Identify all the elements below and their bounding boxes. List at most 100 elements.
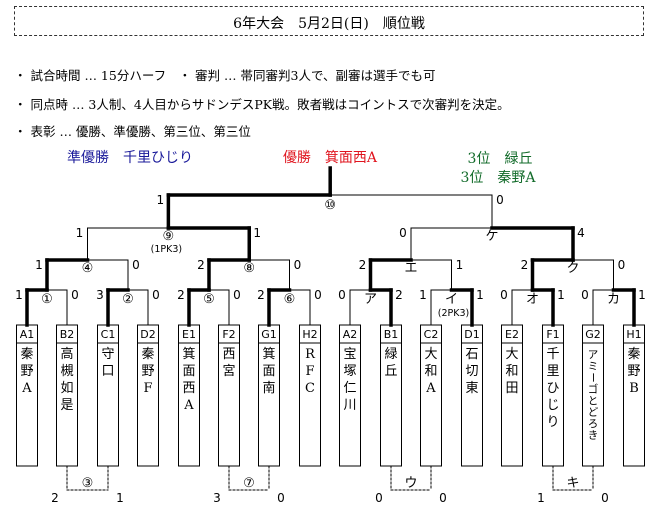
team-name-char: 仁 bbox=[343, 381, 356, 396]
team-code: B1 bbox=[384, 328, 399, 341]
r1-match-score-left: 1 bbox=[419, 288, 427, 302]
r1-match-label: ア bbox=[364, 292, 377, 307]
r1-match-score-left: 0 bbox=[338, 288, 346, 302]
team-name-char: 秦 bbox=[627, 347, 640, 362]
team-name-char: B bbox=[629, 381, 639, 396]
team-name-char: 和 bbox=[505, 364, 518, 379]
r3-match-note: (1PK3) bbox=[151, 244, 182, 255]
team-code: A1 bbox=[20, 328, 35, 341]
team-name-char: 里 bbox=[546, 364, 559, 379]
team-name-char: ひ bbox=[546, 381, 559, 396]
team-name-char: C bbox=[305, 381, 315, 396]
team-name-char: 秦 bbox=[141, 347, 154, 362]
r2-match-score-left: 1 bbox=[35, 258, 43, 272]
team-name-char: 田 bbox=[505, 381, 518, 396]
r1-match-score-right: 0 bbox=[314, 288, 322, 302]
r1-match-score-left: 1 bbox=[15, 288, 23, 302]
team-name-char: 箕 bbox=[262, 346, 275, 362]
r2-match-score-right: 0 bbox=[132, 258, 140, 272]
placement-label: ウ bbox=[404, 476, 417, 491]
team-name-char: 野 bbox=[20, 364, 33, 379]
r1-match-label: ① bbox=[41, 292, 53, 307]
page-title: 6年大会 5月2日(日) 順位戦 bbox=[233, 16, 425, 32]
team-name-char: 和 bbox=[424, 364, 437, 379]
third-place-label-1: 3位 緑丘 bbox=[468, 151, 533, 167]
r1-match-score-right: 2 bbox=[395, 288, 403, 302]
title-box: 6年大会 5月2日(日) 順位戦 bbox=[14, 6, 644, 36]
rule-tiebreak: ・ 同点時 … 3人制、4人目からサドンデスPK戦。敗者戦はコイントスで次審判を… bbox=[14, 97, 510, 112]
r2-match-label: ④ bbox=[82, 261, 94, 276]
team-name-char: 箕 bbox=[182, 346, 195, 362]
r1-match-score-right: 1 bbox=[557, 288, 565, 302]
team-name-char: F bbox=[305, 364, 314, 379]
placement-label: キ bbox=[566, 476, 579, 491]
team-name-char: A bbox=[183, 398, 194, 413]
team-name-char: 千 bbox=[546, 347, 559, 362]
team-name-char: 面 bbox=[262, 364, 275, 379]
r1-match-score-left: 2 bbox=[257, 288, 265, 302]
r2-match-label: エ bbox=[404, 261, 417, 276]
r3-match-score-left: 0 bbox=[399, 226, 407, 240]
team-name-char: 西 bbox=[182, 381, 195, 396]
team-name-char: 是 bbox=[60, 398, 73, 413]
placement-score-left: 2 bbox=[51, 491, 59, 505]
team-name-char: ア bbox=[588, 349, 599, 361]
team-name-char: ろ bbox=[588, 418, 599, 430]
team-name-char: 守 bbox=[101, 347, 114, 362]
team-code: E1 bbox=[182, 328, 196, 341]
r2-match-label: ク bbox=[566, 261, 579, 276]
r3-match-label: ケ bbox=[485, 229, 498, 244]
r1-match-label: ⑥ bbox=[284, 292, 296, 307]
runner-up-label: 準優勝 千里ひじり bbox=[67, 150, 193, 166]
team-name-char: 川 bbox=[343, 398, 356, 413]
team-name-char: 緑 bbox=[384, 347, 397, 362]
r1-match-score-left: 2 bbox=[177, 288, 185, 302]
placement-score-left: 0 bbox=[375, 491, 383, 505]
r2-match-score-right: 0 bbox=[618, 258, 626, 272]
team-name-char: F bbox=[143, 381, 152, 396]
team-name-char: き bbox=[588, 430, 599, 442]
team-name-char: 槻 bbox=[60, 363, 73, 379]
r1-match-label: カ bbox=[607, 292, 620, 307]
team-code: B2 bbox=[60, 328, 75, 341]
team-code: C2 bbox=[424, 328, 439, 341]
team-name-char: じ bbox=[546, 398, 559, 413]
team-name-char: 如 bbox=[60, 380, 73, 396]
final-match-score-right: 0 bbox=[496, 193, 504, 207]
placement-label: ③ bbox=[82, 476, 94, 491]
r3-match-score-right: 4 bbox=[577, 226, 585, 240]
team-name-char: 面 bbox=[182, 364, 195, 379]
team-code: H2 bbox=[302, 328, 317, 341]
team-code: F1 bbox=[546, 328, 559, 341]
placement-score-left: 1 bbox=[537, 491, 545, 505]
team-name-char: ゴ bbox=[588, 383, 599, 396]
team-name-char: ー bbox=[587, 372, 599, 383]
rule-match-time: ・ 試合時間 … 15分ハーフ ・ 審判 … 帯同審判3人で、副審は選手でも可 bbox=[14, 68, 436, 83]
r1-match-label: ② bbox=[122, 292, 134, 307]
team-name-char: 石 bbox=[465, 347, 478, 362]
r1-match-score-left: 0 bbox=[581, 288, 589, 302]
team-name-char: 西 bbox=[222, 347, 235, 362]
r1-match-label: ⑤ bbox=[203, 292, 215, 307]
team-name-char: R bbox=[305, 347, 316, 362]
placement-label: ⑦ bbox=[243, 476, 255, 491]
team-name-char: 高 bbox=[60, 346, 73, 362]
r1-match-label: イ bbox=[445, 292, 458, 307]
placement-score-left: 3 bbox=[213, 491, 221, 505]
r1-match-score-left: 0 bbox=[500, 288, 508, 302]
r1-match-score-left: 3 bbox=[96, 288, 104, 302]
team-code: F2 bbox=[222, 328, 235, 341]
champion-label: 優勝 箕面西A bbox=[283, 149, 378, 166]
team-name-char: と bbox=[588, 395, 599, 407]
r2-match-label: ⑧ bbox=[243, 261, 255, 276]
team-name-char: 宝 bbox=[343, 347, 356, 362]
team-name-char: A bbox=[425, 381, 436, 396]
team-code: G1 bbox=[261, 328, 277, 341]
team-name-char: 秦 bbox=[20, 347, 33, 362]
r1-match-score-right: 1 bbox=[476, 288, 484, 302]
team-name-char: 切 bbox=[465, 364, 478, 379]
team-code: G2 bbox=[585, 328, 601, 341]
team-code: D2 bbox=[140, 328, 155, 341]
team-name-char: 野 bbox=[627, 364, 640, 379]
